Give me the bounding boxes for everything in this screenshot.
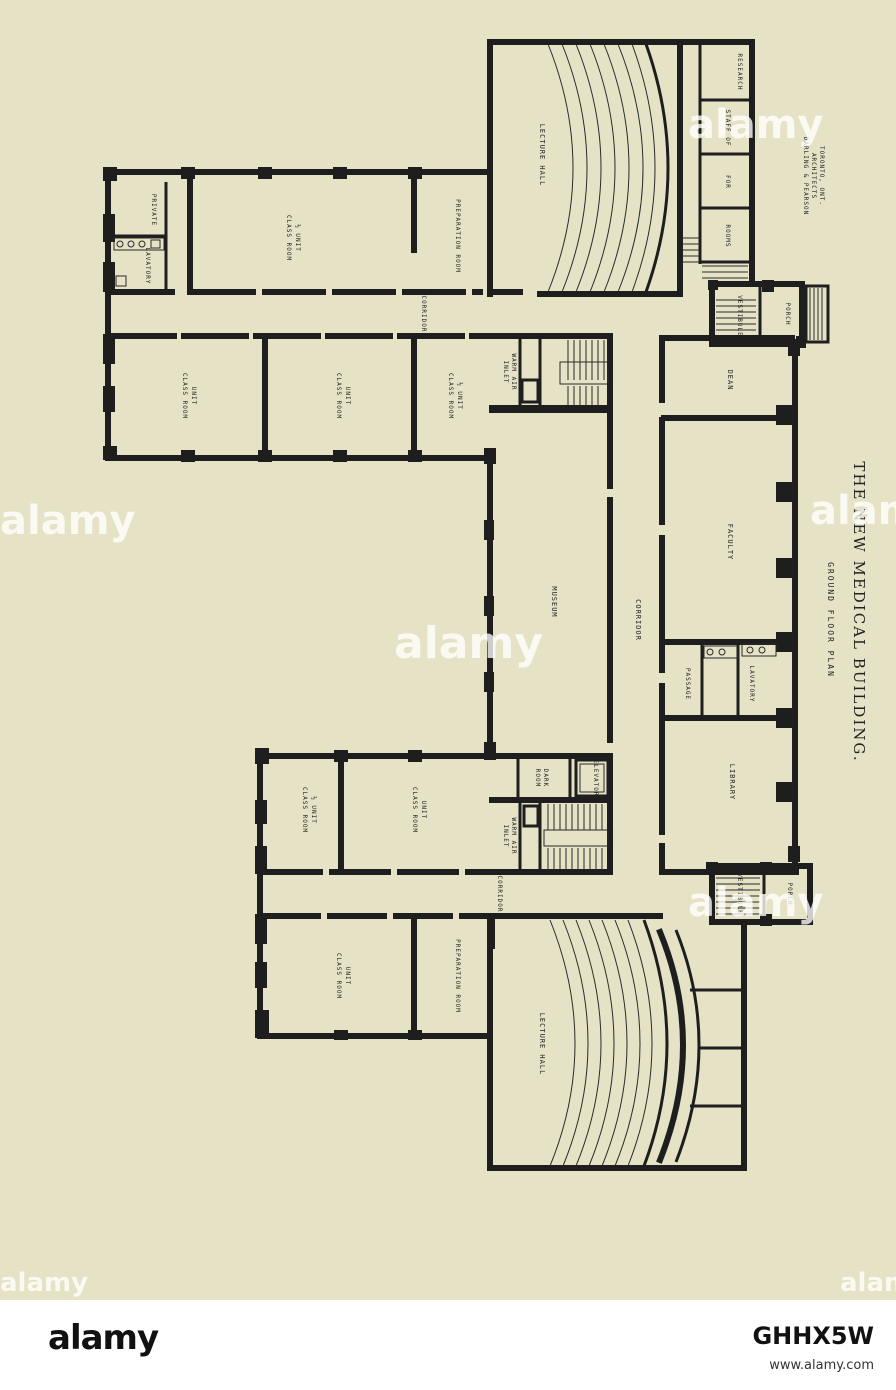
central-block: [489, 335, 799, 875]
label-dean: DEAN: [726, 370, 734, 391]
label-lecture-hall-north: LECTURE HALL: [538, 124, 546, 187]
label-half-unit-c-1: ½ UNIT: [456, 382, 463, 410]
label-unit-a-2: CLASS ROOM: [181, 373, 188, 419]
label-half-unit-south-2: CLASS ROOM: [301, 787, 308, 833]
architects-line-1: DARLING & PEARSON: [802, 137, 809, 215]
label-unit-b-2: CLASS ROOM: [335, 373, 342, 419]
label-half-unit-south-1: ½ UNIT: [310, 796, 317, 824]
label-porch-south: PORCH: [786, 882, 793, 905]
label-lavatory-main: LAVATORY: [748, 666, 755, 703]
label-passage: PASSAGE: [684, 668, 691, 700]
south-lecture-hall: [549, 919, 742, 1167]
architects-line-3: TORONTO, ONT.: [818, 146, 825, 206]
plan-subtitle: GROUND FLOOR PLAN: [826, 562, 835, 678]
plan-caption: THE NEW MEDICAL BUILDING.: [850, 461, 868, 762]
label-unit-south-a-2: CLASS ROOM: [411, 787, 418, 833]
label-staff-of: STAFF OF: [724, 110, 731, 147]
image-id: GHHX5W: [752, 1322, 874, 1350]
label-porch-north: PORCH: [784, 302, 791, 325]
plan-page: LECTURE HALL RESEARCH STAFF OF FOR ROOMS…: [0, 0, 896, 1300]
floor-plan-drawing: LECTURE HALL RESEARCH STAFF OF FOR ROOMS…: [103, 39, 868, 1171]
label-warm-air-north-2: INLET: [502, 360, 509, 383]
label-unit-b-1: UNIT: [344, 387, 351, 405]
north-classroom-wing: [109, 177, 523, 457]
watermark-center: alamy: [394, 618, 543, 669]
label-rooms: ROOMS: [724, 224, 731, 247]
label-half-unit-north-1: ½ UNIT: [294, 224, 301, 252]
south-porch: [706, 862, 813, 926]
label-vestibule-north: VESTIBULE: [736, 295, 743, 337]
north-porch: [708, 280, 830, 348]
label-unit-a-1: UNIT: [190, 387, 197, 405]
south-classroom-wing: [261, 761, 663, 1033]
room-labels: LECTURE HALL RESEARCH STAFF OF FOR ROOMS…: [144, 54, 793, 1076]
label-museum: MUSEUM: [550, 586, 558, 617]
label-corridor-north: CORRIDOR: [420, 296, 427, 333]
label-half-unit-north-2: CLASS ROOM: [285, 215, 292, 261]
site-link[interactable]: www.alamy.com: [769, 1358, 874, 1373]
south-stair-core: [489, 753, 613, 875]
label-warm-air-south-1: WARM AIR: [510, 818, 517, 855]
label-library: LIBRARY: [728, 764, 736, 801]
watermark-right-2: alamy: [810, 488, 896, 534]
outer-walls: [105, 39, 798, 1171]
label-half-unit-c-2: CLASS ROOM: [447, 373, 454, 419]
label-corridor-main: CORRIDOR: [634, 599, 642, 641]
label-private: PRIVATE: [150, 194, 157, 226]
brand-logo[interactable]: alamy: [48, 1318, 159, 1358]
watermark-bottom-right: alamy: [840, 1268, 896, 1298]
label-warm-air-north-1: WARM AIR: [510, 354, 517, 391]
stock-footer: alamy GHHX5W www.alamy.com: [0, 1300, 896, 1390]
label-unit-south-b-2: CLASS ROOM: [335, 953, 342, 999]
label-dark-room-1: DARK: [542, 769, 549, 787]
north-staff-rooms: [682, 44, 750, 279]
label-research: RESEARCH: [736, 54, 743, 91]
label-lavatory-north: LAVATORY: [144, 248, 151, 285]
label-for: FOR: [724, 175, 731, 189]
watermark-right-1: alamy: [688, 102, 824, 148]
label-vestibule-south: VESTIBULE: [736, 873, 743, 915]
label-unit-south-b-1: UNIT: [344, 967, 351, 985]
label-elevator: ELEVATOR: [592, 760, 599, 797]
label-faculty: FACULTY: [726, 524, 734, 561]
watermark-left: alamy: [0, 498, 136, 544]
watermark-bottom-left: alamy: [0, 1268, 89, 1298]
label-corridor-south: CORRIDOR: [496, 876, 503, 913]
architects-credit: DARLING & PEARSON ARCHITECTS TORONTO, ON…: [802, 137, 825, 215]
north-lecture-hall: [537, 39, 683, 297]
label-unit-south-a-1: UNIT: [420, 801, 427, 819]
label-prep-north: PREPARATION ROOM: [454, 199, 461, 273]
label-lecture-hall-south: LECTURE HALL: [538, 1013, 546, 1076]
watermark-right-3: alamy: [688, 880, 824, 926]
architects-line-2: ARCHITECTS: [810, 153, 817, 199]
label-dark-room-2: ROOM: [534, 769, 541, 787]
label-prep-south: PREPARATION ROOM: [454, 939, 461, 1013]
label-warm-air-south-2: INLET: [502, 824, 509, 847]
